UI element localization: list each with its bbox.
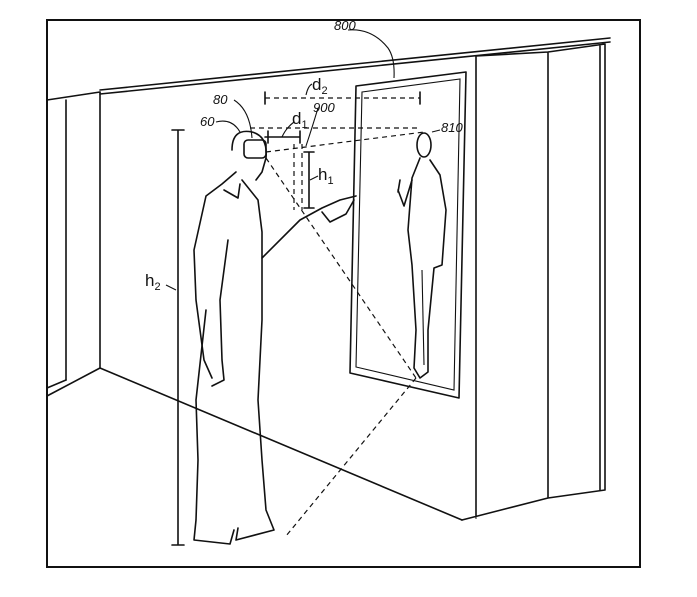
label-810: 810 [441, 120, 463, 135]
leader-810 [431, 129, 441, 133]
label-d1: d1 [292, 109, 308, 131]
leader-d2 [305, 83, 313, 96]
floor-corner [46, 379, 67, 389]
measurement-lines [165, 29, 441, 546]
left-wall-edges [65, 91, 101, 381]
mirror [349, 71, 467, 399]
marker-900 [293, 144, 303, 210]
person [193, 130, 357, 545]
label-60: 60 [200, 114, 215, 129]
leader-900 [305, 107, 319, 147]
leader-d1 [281, 121, 295, 138]
cabinet [461, 43, 606, 521]
leader-h1 [309, 175, 319, 181]
reflection-person [397, 132, 447, 379]
leader-h2 [165, 284, 177, 291]
left-arm [211, 239, 229, 387]
label-h2: h2 [145, 271, 161, 293]
figure-border [46, 19, 641, 568]
h2-arrow [171, 129, 185, 546]
leader-800 [347, 29, 395, 79]
headset-device [243, 139, 267, 159]
ceiling-line [46, 37, 611, 101]
leader-60 [215, 120, 241, 133]
collar [223, 183, 241, 199]
label-80: 80 [213, 92, 228, 107]
label-900: 900 [313, 100, 335, 115]
label-d2: d2 [312, 75, 328, 97]
leader-80 [233, 99, 253, 139]
label-800: 800 [334, 18, 356, 33]
floor-sight-line [285, 377, 417, 537]
pointing-arm [241, 179, 357, 259]
h1-arrow [303, 151, 315, 209]
hand [321, 199, 355, 223]
label-h1: h1 [318, 165, 334, 187]
labels: 800 810 80 60 900 d1 d2 h1 h2 [145, 18, 463, 293]
